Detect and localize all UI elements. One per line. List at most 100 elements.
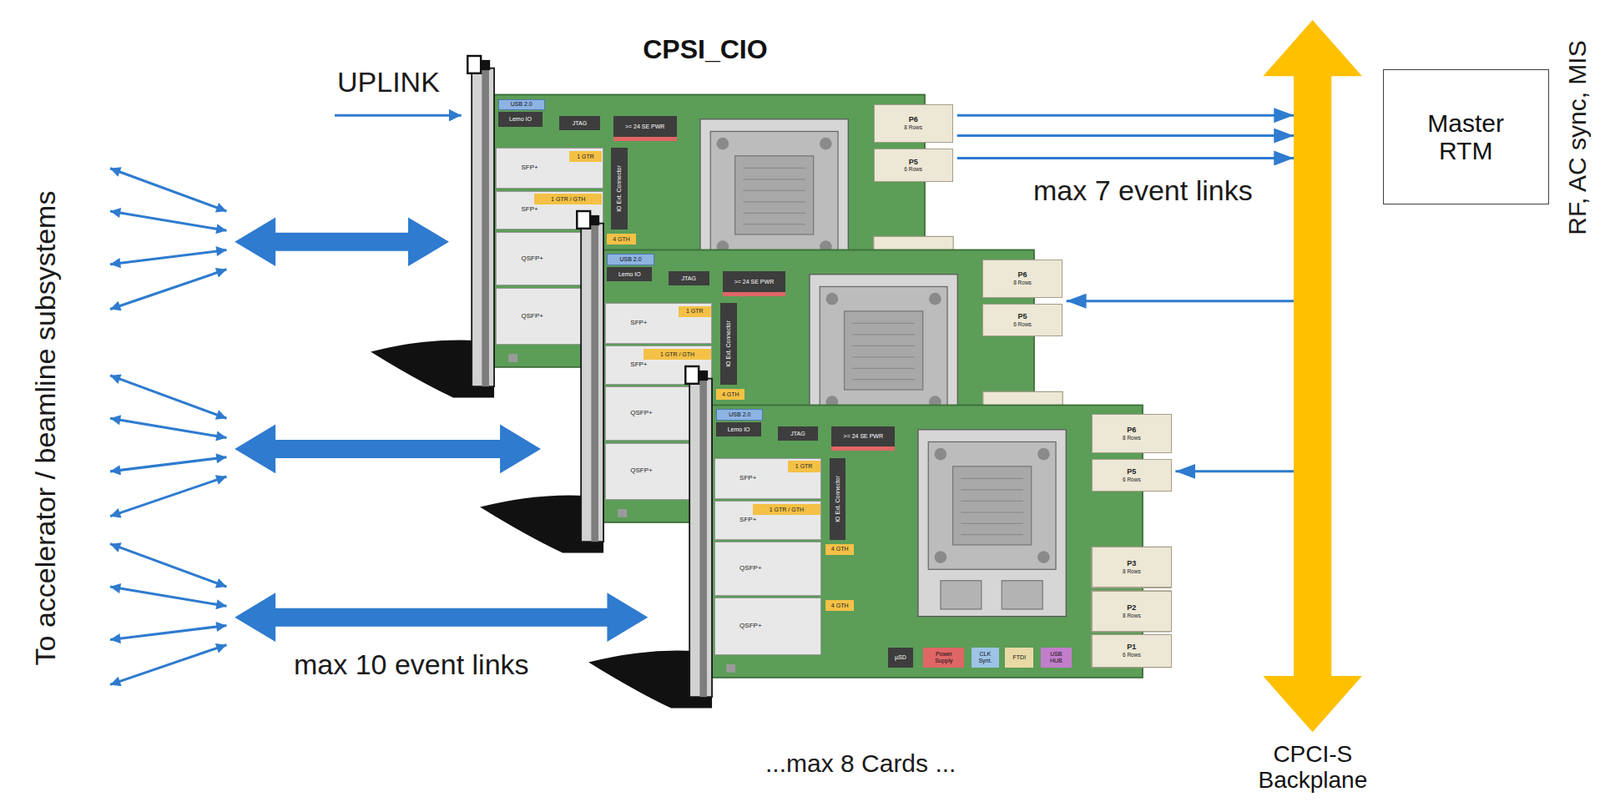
- card-title: CPSI_CIO: [642, 35, 768, 65]
- card-illustration: [583, 366, 1176, 714]
- component-label: QSFP+: [520, 312, 543, 321]
- annotation: To accelerator / beamline subsystems: [30, 191, 61, 667]
- rtm-box: Master RTM: [1382, 69, 1550, 204]
- component-label: QSFP+: [630, 467, 652, 475]
- event-link-arrow: [110, 269, 227, 310]
- connector-block: µSD: [888, 647, 914, 667]
- event-link-arrow: [110, 418, 227, 438]
- power-connector: >= 24 SE PWR: [722, 271, 787, 296]
- backplane-connector: P38 Rows: [1091, 546, 1171, 588]
- annotation: RF, AC sync, MIS: [1563, 40, 1591, 235]
- event-link-arrow: [110, 586, 227, 606]
- component-label: 1 GTR / GTH: [550, 196, 586, 203]
- event-link-arrow: [110, 375, 227, 419]
- io-connector: IO Ext. Connector: [720, 302, 737, 385]
- component-label: 1 GTR / GTH: [769, 506, 804, 514]
- transceiver-tag: 4 GTH: [606, 233, 636, 245]
- component-label: 8 Rows: [1122, 612, 1141, 619]
- connector-block: Lemo IO: [498, 111, 544, 127]
- component-label: 4 GTH: [831, 602, 849, 610]
- component-label: Power Supply: [934, 651, 953, 664]
- component-label: JTAG: [572, 120, 587, 127]
- link-bundle-arrow: [234, 592, 648, 642]
- sfp-cage: QSFP+: [714, 541, 822, 596]
- component-label: 8 Rows: [1013, 279, 1032, 286]
- event-link-connector: [1066, 299, 1295, 303]
- connector-block: JTAG: [559, 116, 601, 131]
- backplane-connector: P28 Rows: [1091, 590, 1171, 632]
- component-label: 8 Rows: [903, 124, 923, 131]
- clock-chip: CLK Synt.: [971, 647, 1000, 667]
- component-label: P5: [1126, 468, 1136, 477]
- component-label: QSFP+: [630, 409, 652, 418]
- sfp-cage: QSFP+: [714, 597, 822, 655]
- component-label: 4 GTH: [831, 545, 849, 553]
- cpci-card: USB 2.0Lemo IO JTAG >= 24 SE PWR IO Ext. Co…: [686, 366, 1177, 709]
- transceiver-tag: 1 GTR / GTH: [752, 504, 821, 515]
- component-label: P5: [908, 158, 919, 167]
- power-supply-chip: Power Supply: [923, 647, 965, 667]
- component-label: JTAG: [681, 275, 697, 283]
- backplane-arrow: [1293, 20, 1332, 732]
- component-label: Lemo IO: [727, 426, 751, 434]
- backplane-arrow: [1263, 20, 1363, 732]
- component-label: QSFP+: [739, 565, 762, 573]
- event-link-arrow: [110, 476, 227, 517]
- transceiver-tag: 1 GTR / GTH: [643, 348, 712, 360]
- connector-block: Lemo IO: [606, 267, 652, 282]
- event-link-connector: [957, 134, 1294, 137]
- usb-port: USB 2.0: [716, 408, 763, 420]
- component-label: IO Ext. Connector: [834, 475, 842, 523]
- component-label: P6: [908, 116, 919, 125]
- component-label: Master RTM: [1427, 109, 1505, 165]
- component-label: FTDI: [1013, 654, 1027, 662]
- component-label: P6: [1126, 426, 1136, 435]
- event-link-arrow: [110, 645, 227, 686]
- event-link-connector: [957, 156, 1294, 160]
- event-link-arrow: [110, 457, 227, 472]
- card-illustration: [588, 366, 1171, 709]
- component-label: QSFP+: [520, 255, 543, 263]
- link-bundle-arrow: [234, 424, 541, 475]
- component-label: P2: [1126, 604, 1136, 613]
- component-label: 1 GTR: [576, 153, 595, 161]
- event-link-connector: [1175, 469, 1294, 473]
- backplane-connector: P56 Rows: [1091, 459, 1171, 492]
- power-connector: >= 24 SE PWR: [831, 426, 895, 451]
- transceiver-tag: 4 GTH: [825, 544, 854, 556]
- component-label: >= 24 SE PWR: [843, 433, 884, 440]
- transceiver-tag: 1 GTR: [569, 151, 602, 162]
- component-label: USB 2.0: [510, 100, 533, 108]
- component-label: P3: [1126, 560, 1136, 569]
- connector-block: JTAG: [668, 271, 710, 286]
- backplane-connector: P56 Rows: [873, 148, 954, 182]
- annotation: max 7 event links: [1033, 175, 1253, 207]
- component-label: Lemo IO: [509, 116, 532, 123]
- component-label: SFP+: [630, 361, 647, 369]
- component-label: IO Ext. Connector: [615, 165, 623, 212]
- component-label: SFP+: [739, 474, 757, 483]
- component-label: CLK Synt.: [978, 651, 992, 664]
- event-link-arrow: [110, 168, 227, 212]
- component-label: Lemo IO: [618, 271, 642, 278]
- io-connector: IO Ext. Connector: [610, 147, 628, 230]
- component-label: 4 GTH: [721, 391, 740, 399]
- component-label: P1: [1126, 643, 1136, 652]
- component-label: SFP+: [739, 516, 757, 525]
- backplane-bus: CPCI-S Backplane: [1293, 20, 1332, 732]
- connector-block: Lemo IO: [716, 422, 762, 437]
- backplane-connector: P68 Rows: [982, 259, 1062, 298]
- component-label: P5: [1018, 312, 1028, 322]
- component-label: µSD: [894, 654, 907, 662]
- component-label: USB 2.0: [620, 256, 642, 263]
- component-label: 6 Rows: [1013, 321, 1032, 328]
- usb-hub-chip: USB HUB: [1040, 647, 1072, 667]
- component-label: JTAG: [790, 430, 805, 438]
- component-label: 8 Rows: [1122, 568, 1141, 575]
- usb-port: USB 2.0: [498, 99, 546, 111]
- backplane-connector: P68 Rows: [1091, 413, 1171, 453]
- link-bundle-arrow: [234, 217, 450, 267]
- event-link-arrow: [110, 250, 227, 265]
- ftdi-chip: FTDI: [1004, 647, 1034, 667]
- event-link-connector: [957, 114, 1294, 117]
